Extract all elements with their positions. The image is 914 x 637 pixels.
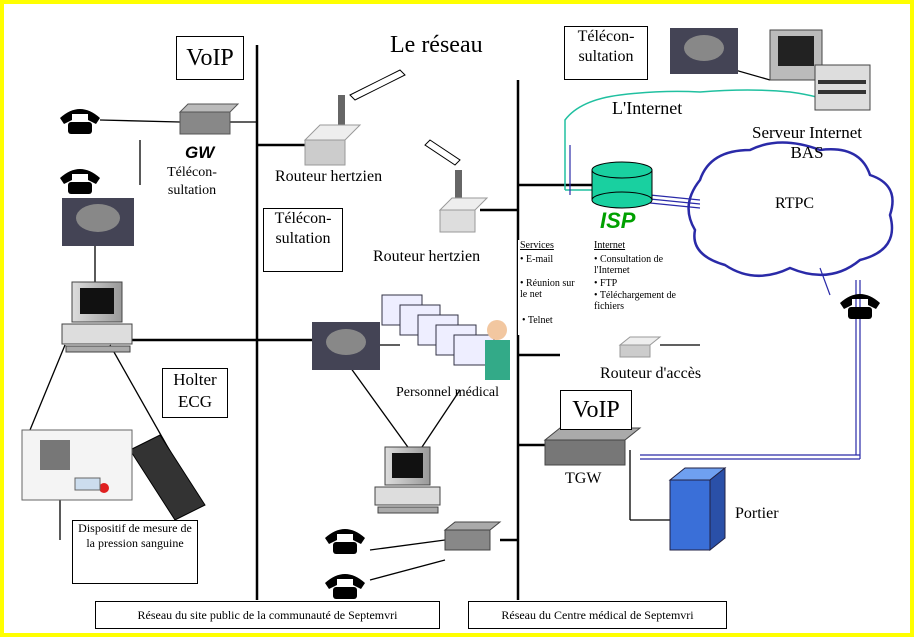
internet-item: • Téléchargement de fichiers xyxy=(594,290,676,312)
teleconsultation-top-label: Télécon-sultation xyxy=(564,26,648,80)
portier-server xyxy=(668,466,727,552)
portier-label: Portier xyxy=(735,505,779,522)
personnel-label: Personnel médical xyxy=(396,385,500,400)
isp-cylinder xyxy=(591,161,653,209)
phone-icon xyxy=(840,294,880,319)
diagram-title: Le réseau xyxy=(390,32,483,58)
server-label: Serveur Internet BAS xyxy=(752,123,862,162)
bp-device-label: Dispositif de mesure de la pression sang… xyxy=(72,520,198,584)
service-item: • Telnet xyxy=(522,315,553,326)
radio-waves xyxy=(349,69,461,166)
internet-cloud xyxy=(564,89,841,190)
rtpc-cloud xyxy=(687,141,894,278)
internet-item: • FTP xyxy=(594,278,618,289)
services-header: Services xyxy=(520,240,554,251)
isp-label: ISP xyxy=(600,208,636,233)
gateway-device xyxy=(178,103,240,135)
gw-label: GW xyxy=(185,143,215,162)
camera-mid xyxy=(312,322,380,370)
camera-left xyxy=(62,198,134,246)
internet-item: • Consultation de l'Internet xyxy=(594,254,664,276)
router-hertzien-label-2: Routeur hertzien xyxy=(373,248,481,265)
phone-icon xyxy=(325,574,365,599)
bp-device xyxy=(21,429,133,501)
switch-bottom xyxy=(443,521,502,551)
rtpc-label: RTPC xyxy=(775,195,815,212)
teleconsultation-mid-label: Télécon-sultation xyxy=(263,208,343,272)
pc-left xyxy=(61,281,133,353)
router-hertzien-1 xyxy=(303,95,362,166)
teleconsultation-left-label: Télécon-sultation xyxy=(152,164,232,200)
server-computer xyxy=(769,29,871,111)
phone-icon xyxy=(60,109,100,134)
footer-left: Réseau du site public de la communauté d… xyxy=(95,601,440,629)
camera-top xyxy=(670,28,738,74)
holter-device xyxy=(129,434,206,521)
access-router-label: Routeur d'accès xyxy=(600,365,702,382)
router-hertzien-2 xyxy=(438,170,489,233)
holter-label: Holter ECG xyxy=(162,368,228,418)
voip-label-right: VoIP xyxy=(560,390,632,430)
internet-label: L'Internet xyxy=(612,98,683,118)
services-table: Services Internet • E-mail • Réunion sur… xyxy=(518,240,686,335)
pc-mid xyxy=(374,446,441,514)
tgw-device xyxy=(543,427,642,466)
phone-icon xyxy=(325,529,365,554)
internet-header: Internet xyxy=(594,240,626,251)
tgw-label: TGW xyxy=(565,470,602,487)
voip-label-left: VoIP xyxy=(176,36,244,80)
phone-icon xyxy=(60,169,100,194)
access-router xyxy=(618,336,662,358)
router-hertzien-label-1: Routeur hertzien xyxy=(275,168,383,185)
service-item: • E-mail xyxy=(520,254,554,265)
telephones xyxy=(60,109,880,599)
screens-stack xyxy=(381,294,510,380)
service-item: • Réunion sur le net xyxy=(520,278,575,300)
backbone-lines xyxy=(88,45,600,600)
footer-right: Réseau du Centre médical de Septemvri xyxy=(468,601,727,629)
